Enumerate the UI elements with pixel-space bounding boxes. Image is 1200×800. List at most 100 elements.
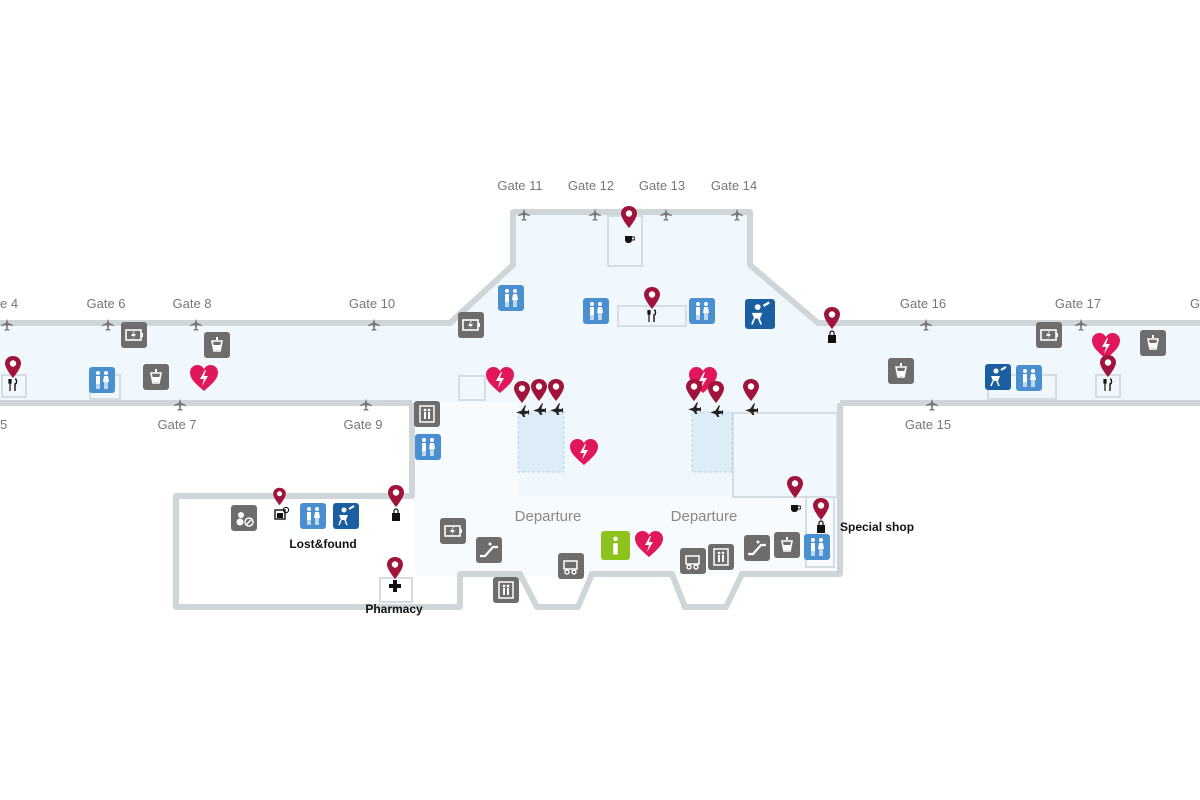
restroom-icon[interactable] — [583, 298, 609, 324]
map-pin-icon[interactable] — [387, 484, 405, 508]
baggage-cart-icon[interactable] — [680, 548, 706, 574]
plane-icon[interactable] — [517, 208, 531, 222]
aed-heart-icon[interactable] — [1091, 332, 1121, 360]
elevator-icon[interactable] — [414, 401, 440, 427]
map-pin-icon[interactable] — [786, 475, 804, 499]
lower-departure-floor — [412, 403, 840, 576]
gate-label: e 4 — [0, 296, 19, 311]
departure-label: Departure — [514, 508, 582, 525]
restroom-icon[interactable] — [498, 285, 524, 311]
map-pin-icon[interactable] — [685, 378, 703, 402]
shopping-bag-icon — [826, 330, 838, 344]
restroom-icon[interactable] — [415, 434, 441, 460]
plane-icon[interactable] — [919, 318, 933, 332]
map-pin-icon[interactable] — [812, 497, 830, 521]
map-pin-icon[interactable] — [823, 306, 841, 330]
plane-icon[interactable] — [173, 398, 187, 412]
map-pin-icon[interactable] — [386, 556, 404, 580]
departure-label: Departure — [670, 508, 738, 525]
plane-icon[interactable] — [189, 318, 203, 332]
elevator-icon[interactable] — [493, 577, 519, 603]
plane-icon — [687, 400, 701, 414]
aed-heart-icon[interactable] — [485, 366, 515, 394]
map-pin-icon[interactable] — [530, 378, 548, 402]
map-pin-icon[interactable] — [547, 378, 565, 402]
charging-icon[interactable] — [1036, 322, 1062, 348]
coffee-icon — [623, 230, 635, 244]
map-pin-icon[interactable] — [513, 380, 531, 404]
plane-icon — [549, 401, 563, 415]
nursery-icon[interactable] — [745, 299, 775, 329]
shopping-bag-icon — [815, 520, 827, 534]
pharmacy-label: Pharmacy — [365, 602, 423, 616]
plane-icon — [515, 403, 529, 417]
restaurant-icon — [1102, 378, 1114, 392]
aed-heart-icon[interactable] — [569, 438, 599, 466]
map-pin-icon[interactable] — [1099, 354, 1117, 378]
plane-icon[interactable] — [659, 208, 673, 222]
gate-label: Gate 8 — [172, 296, 212, 311]
baggage-cart-icon[interactable] — [558, 553, 584, 579]
coffee-icon — [789, 499, 801, 513]
restroom-icon[interactable] — [689, 298, 715, 324]
plane-icon[interactable] — [588, 208, 602, 222]
plane-icon[interactable] — [1074, 318, 1088, 332]
map-pin-icon[interactable] — [643, 286, 661, 310]
plane-icon[interactable] — [367, 318, 381, 332]
plane-icon[interactable] — [101, 318, 115, 332]
water-icon[interactable] — [143, 364, 169, 390]
shop-outline-left — [458, 375, 486, 401]
gate-zone-left — [517, 411, 565, 473]
escalator-icon[interactable] — [744, 535, 770, 561]
charging-icon[interactable] — [440, 518, 466, 544]
plane-icon — [709, 403, 723, 417]
gate-area-right — [732, 412, 838, 498]
gate-label: Gate 9 — [343, 417, 383, 432]
lost-found-label: Lost&found — [289, 537, 357, 551]
gate-zone-right — [691, 411, 733, 473]
restroom-icon[interactable] — [89, 367, 115, 393]
water-icon[interactable] — [1140, 330, 1166, 356]
aed-heart-icon[interactable] — [634, 530, 664, 558]
charging-icon[interactable] — [121, 322, 147, 348]
pet-relief-icon[interactable] — [231, 505, 257, 531]
gate-label: Gate 11 — [497, 178, 543, 193]
plane-icon[interactable] — [730, 208, 744, 222]
special-shop-outline — [805, 496, 835, 568]
charging-icon[interactable] — [458, 312, 484, 338]
shopping-bag-icon — [390, 508, 402, 522]
water-icon[interactable] — [204, 332, 230, 358]
water-icon[interactable] — [888, 358, 914, 384]
gate-label: Gate 16 — [899, 296, 947, 311]
plane-icon[interactable] — [359, 398, 373, 412]
gate-label: Gate 10 — [348, 296, 396, 311]
nursery-icon[interactable] — [985, 364, 1011, 390]
map-pin-icon[interactable] — [4, 355, 22, 379]
gate-label: Gate 12 — [567, 178, 615, 193]
nursery-icon[interactable] — [333, 503, 359, 529]
gate-label: Gate 15 — [904, 417, 952, 432]
map-pin-icon[interactable] — [707, 380, 725, 404]
map-pin-icon[interactable] — [620, 205, 638, 229]
info-icon[interactable] — [601, 531, 630, 560]
plane-icon[interactable] — [925, 398, 939, 412]
water-icon[interactable] — [774, 532, 800, 558]
lost-found-icon — [274, 506, 290, 521]
gate-label: Gate 17 — [1054, 296, 1102, 311]
restroom-icon[interactable] — [1016, 365, 1042, 391]
gate-label: Gate 7 — [157, 417, 197, 432]
map-pin-icon[interactable] — [742, 378, 760, 402]
aed-heart-icon[interactable] — [189, 364, 219, 392]
gate-label: Gate 6 — [86, 296, 126, 311]
plane-icon[interactable] — [0, 318, 14, 332]
map-pin-icon[interactable] — [272, 487, 287, 506]
restaurant-icon — [646, 309, 658, 323]
restroom-icon[interactable] — [804, 534, 830, 560]
gate-label: Gate 14 — [710, 178, 758, 193]
gate-label: Gate 13 — [638, 178, 686, 193]
escalator-icon[interactable] — [476, 537, 502, 563]
plane-icon — [532, 401, 546, 415]
elevator-icon[interactable] — [708, 544, 734, 570]
restroom-icon[interactable] — [300, 503, 326, 529]
